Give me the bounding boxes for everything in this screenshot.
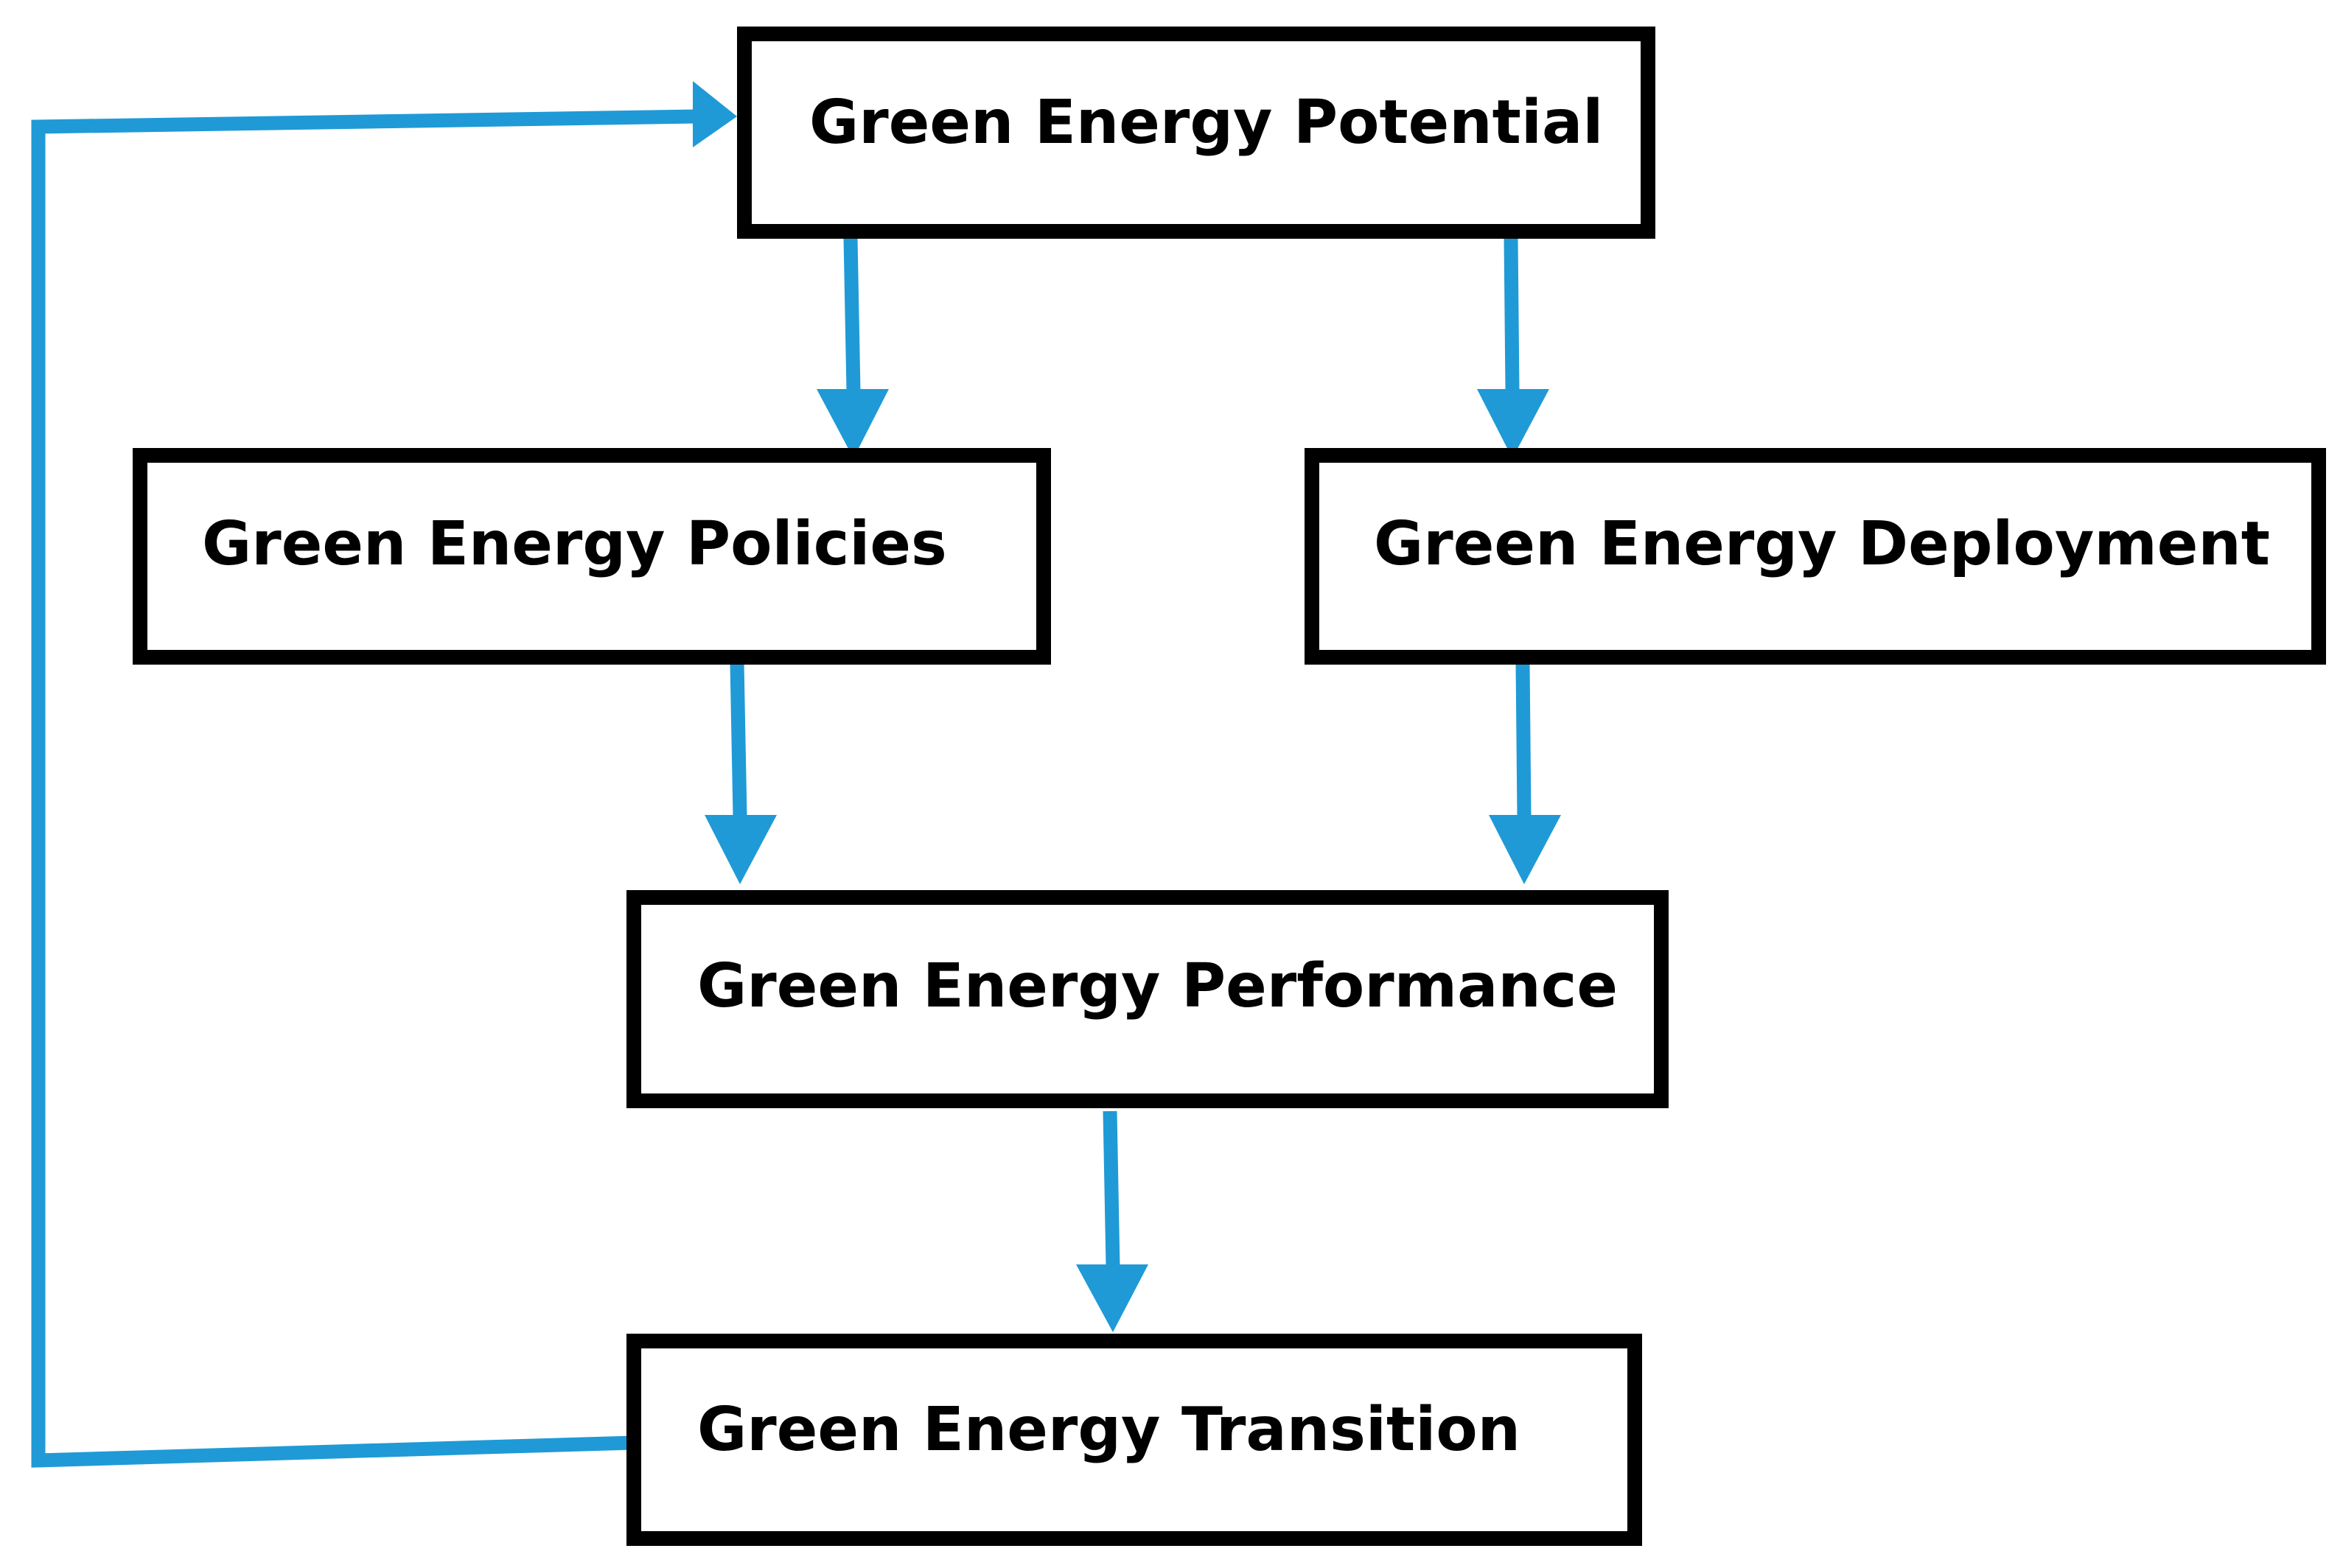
edge-potential-to-deployment bbox=[1477, 237, 1549, 458]
node-green-energy-performance: Green Energy Performance bbox=[626, 890, 1669, 1108]
node-green-energy-policies: Green Energy Policies bbox=[133, 448, 1051, 665]
edge-policies-to-performance bbox=[705, 662, 777, 884]
edge-transition-to-potential bbox=[31, 81, 737, 1468]
edge-potential-to-policies bbox=[817, 237, 889, 458]
node-label-transition: Green Energy Transition bbox=[697, 1395, 1520, 1465]
nodes: Green Energy Potential Green Energy Poli… bbox=[133, 27, 2326, 1546]
node-label-deployment: Green Energy Deployment bbox=[1374, 509, 2270, 579]
node-green-energy-deployment: Green Energy Deployment bbox=[1305, 448, 2326, 665]
node-label-potential: Green Energy Potential bbox=[809, 88, 1603, 158]
node-green-energy-transition: Green Energy Transition bbox=[626, 1334, 1642, 1546]
node-label-performance: Green Energy Performance bbox=[697, 951, 1618, 1021]
node-green-energy-potential: Green Energy Potential bbox=[737, 27, 1655, 239]
edge-deployment-to-performance bbox=[1489, 662, 1561, 884]
node-label-policies: Green Energy Policies bbox=[202, 509, 947, 579]
edge-performance-to-transition bbox=[1076, 1110, 1148, 1332]
edges bbox=[31, 81, 1561, 1468]
